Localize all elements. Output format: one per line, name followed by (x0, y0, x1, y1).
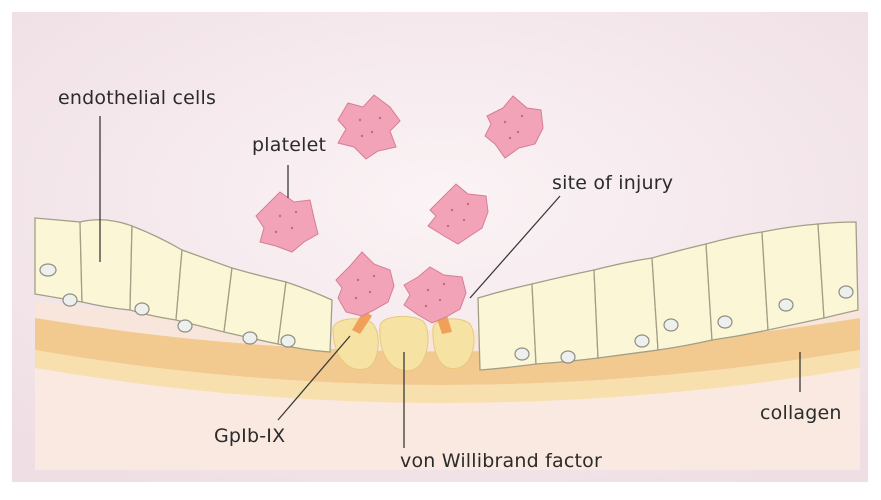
endothelial-cell-icon (224, 268, 286, 344)
platelet-label: platelet (252, 134, 326, 156)
endothelial-cells-label: endothelial cells (58, 87, 216, 109)
endothelial-cell-icon (532, 270, 598, 364)
endothelial-cell-icon (762, 224, 824, 330)
site-of-injury-label: site of injury (552, 172, 673, 194)
endothelial-cell-icon (652, 244, 712, 350)
endothelial-cell-icon (35, 218, 82, 302)
von-willibrand-factor-label: von Willibrand factor (400, 450, 602, 472)
gpib-ix-label: GpIb-IX (214, 425, 285, 447)
endothelial-cell-icon (818, 222, 858, 318)
endothelial-cell-icon (80, 220, 132, 310)
endothelial-cell-icon (706, 232, 768, 340)
collagen-label: collagen (760, 402, 842, 424)
